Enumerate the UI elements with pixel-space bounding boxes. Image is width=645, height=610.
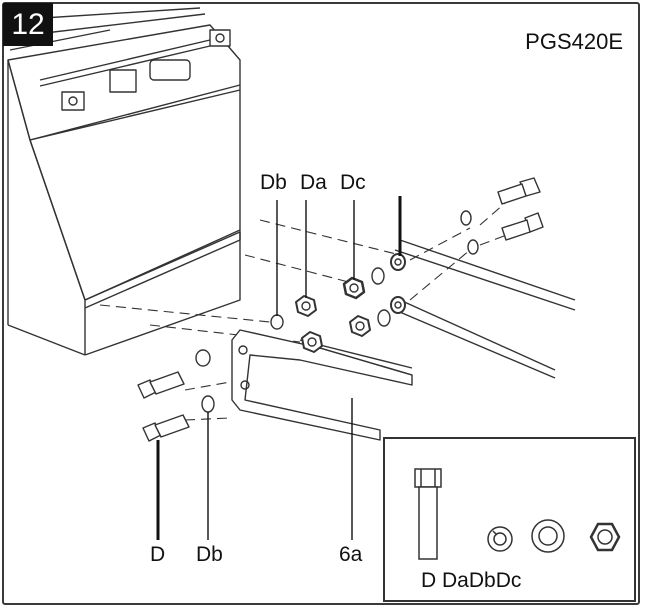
inset-washer-db bbox=[531, 519, 565, 553]
inset-bolt-d bbox=[414, 468, 442, 560]
alignment-lines bbox=[99, 189, 521, 421]
callout-6a: 6a bbox=[339, 543, 363, 566]
battery-body bbox=[7, 7, 241, 356]
rear-bracket-rail bbox=[394, 239, 576, 379]
leader-lines bbox=[156, 196, 402, 540]
callout-db-bottom: Db bbox=[196, 543, 223, 566]
inset-parts-label: D DaDbDc bbox=[421, 569, 522, 592]
parts-inset: D DaDbDc bbox=[383, 437, 636, 602]
parts-inset-drawing bbox=[414, 468, 621, 560]
callout-d-bottom: D bbox=[150, 543, 166, 566]
bolt-rear-upper bbox=[497, 177, 541, 205]
bolt-rear-lower bbox=[501, 212, 544, 241]
bolts bbox=[137, 177, 544, 442]
inset-washer-da bbox=[487, 526, 513, 552]
callout-da-top: Da bbox=[300, 171, 327, 194]
callout-dc-top: Dc bbox=[340, 171, 366, 194]
inset-nut-dc bbox=[589, 522, 621, 552]
bolt-front-upper bbox=[137, 371, 185, 399]
model-label: PGS420E bbox=[525, 29, 623, 54]
bolt-front-lower bbox=[142, 414, 190, 442]
callout-db-top: Db bbox=[260, 171, 287, 194]
diagram-frame bbox=[2, 2, 640, 605]
fastener-cluster bbox=[195, 210, 479, 413]
step-number-badge: 12 bbox=[3, 3, 53, 46]
